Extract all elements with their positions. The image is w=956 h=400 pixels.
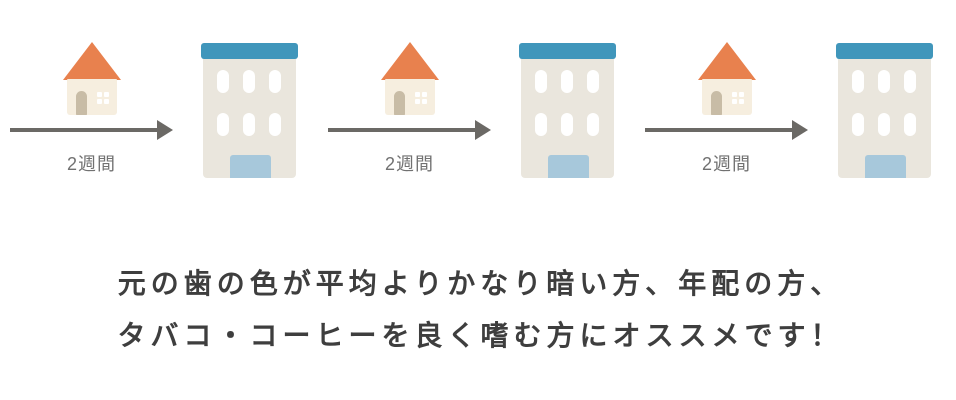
house-roof-shape: [381, 42, 439, 80]
building-door-shape: [230, 155, 271, 178]
progress-steps-row: 2週間: [0, 0, 952, 200]
building-window: [561, 113, 573, 136]
building-window: [217, 113, 229, 136]
building-window: [852, 70, 864, 93]
arrow-line: [328, 128, 475, 132]
building-window: [904, 113, 916, 136]
building-window: [269, 113, 281, 136]
progress-step-2: 2週間: [318, 0, 635, 200]
house-icon: [381, 42, 439, 115]
house-roof-shape: [63, 42, 121, 80]
building-window: [217, 70, 229, 93]
arrow-right-icon: [328, 120, 491, 140]
arrow-head: [475, 120, 491, 140]
house-body-shape: [385, 79, 435, 115]
caption-line-1: 元の歯の色が平均よりかなり暗い方、年配の方、: [117, 268, 844, 299]
house-window-shape: [732, 92, 744, 104]
building-window: [878, 113, 890, 136]
house-door-shape: [76, 91, 87, 115]
progress-step-1: 2週間: [0, 0, 317, 200]
recommendation-caption: 元の歯の色が平均よりかなり暗い方、年配の方、 タバコ・コーヒーを良く嗜む方にオス…: [0, 258, 956, 362]
building-icon: [836, 43, 933, 178]
house-window-shape: [97, 92, 109, 104]
arrow-line: [645, 128, 792, 132]
house-door-shape: [711, 91, 722, 115]
building-window: [587, 113, 599, 136]
arrow-line: [10, 128, 157, 132]
building-window: [243, 113, 255, 136]
progress-step-3: 2週間: [635, 0, 952, 200]
building-roof-shape: [201, 43, 298, 59]
step-duration-label: 2週間: [384, 154, 434, 174]
building-window: [878, 70, 890, 93]
building-door-shape: [865, 155, 906, 178]
house-window-shape: [415, 92, 427, 104]
house-icon: [63, 42, 121, 115]
house-roof-shape: [698, 42, 756, 80]
arrow-head: [792, 120, 808, 140]
building-window: [561, 70, 573, 93]
step-duration-label: 2週間: [66, 154, 116, 174]
building-icon: [201, 43, 298, 178]
building-icon: [519, 43, 616, 178]
building-window: [852, 113, 864, 136]
house-icon: [698, 42, 756, 115]
arrow-right-icon: [645, 120, 808, 140]
building-door-shape: [548, 155, 589, 178]
building-window: [904, 70, 916, 93]
building-window: [535, 70, 547, 93]
caption-line-2: タバコ・コーヒーを良く嗜む方にオススメです！: [117, 320, 844, 351]
building-roof-shape: [836, 43, 933, 59]
house-body-shape: [67, 79, 117, 115]
building-window: [269, 70, 281, 93]
house-body-shape: [702, 79, 752, 115]
arrow-head: [157, 120, 173, 140]
building-roof-shape: [519, 43, 616, 59]
arrow-right-icon: [10, 120, 173, 140]
house-door-shape: [394, 91, 405, 115]
building-window: [243, 70, 255, 93]
building-window: [535, 113, 547, 136]
step-duration-label: 2週間: [701, 154, 751, 174]
building-window: [587, 70, 599, 93]
